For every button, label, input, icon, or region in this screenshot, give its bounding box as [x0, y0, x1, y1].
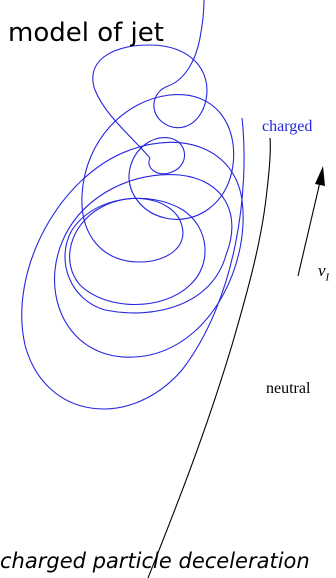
outer-loop	[22, 118, 244, 409]
large-loop	[55, 175, 244, 358]
diagram-title: model of jet	[8, 20, 164, 46]
arrow-head-icon	[315, 166, 325, 186]
velocity-symbol: v	[318, 261, 326, 280]
charged-label: charged	[262, 119, 312, 135]
velocity-subscript: I	[326, 271, 330, 283]
neutral-label: neutral	[266, 381, 310, 397]
upper-loop	[82, 95, 234, 262]
neutral-trajectory	[148, 138, 270, 578]
velocity-arrow	[298, 166, 325, 276]
charged-spiral-trajectory	[22, 0, 244, 409]
exit-tail	[168, 0, 204, 86]
bottom-caption: charged particle deceleration	[0, 551, 310, 572]
velocity-label: vI	[318, 262, 329, 283]
